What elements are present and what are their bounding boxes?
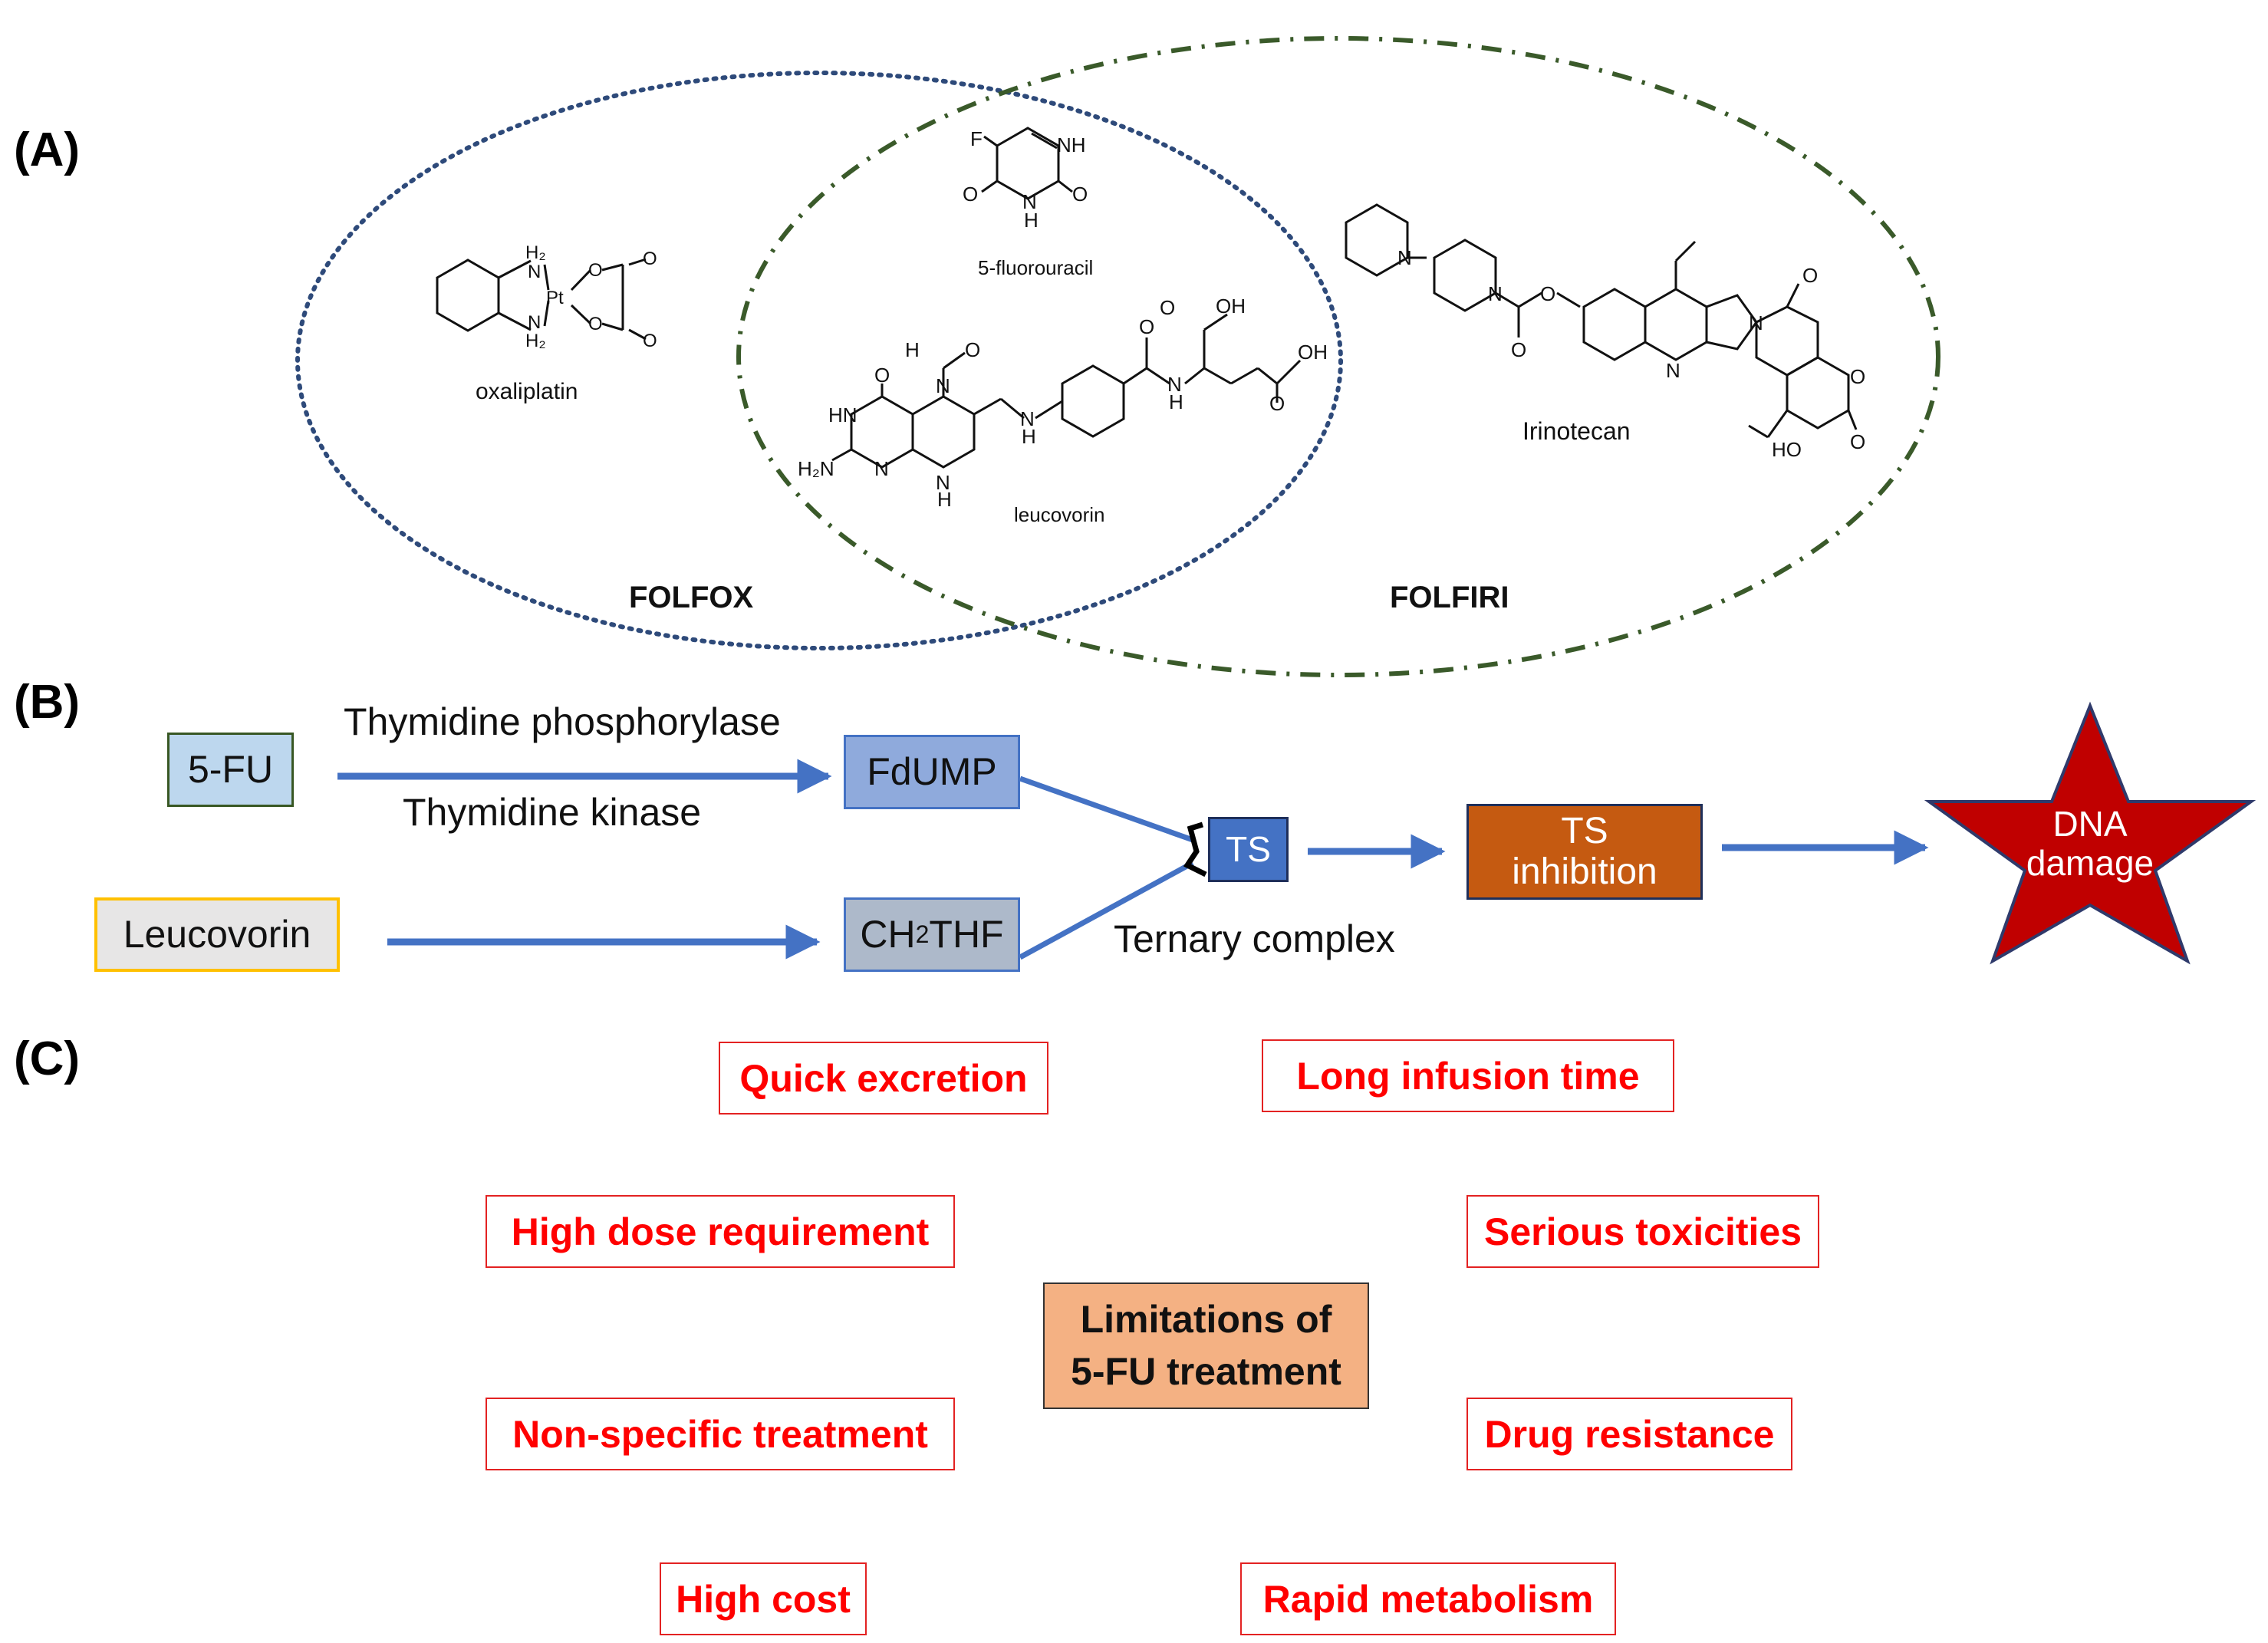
ternary-bracket (1183, 822, 1207, 877)
label-thymidine-kinase: Thymidine kinase (403, 791, 702, 834)
panel-label-b: (B) (14, 676, 81, 729)
center-line1: Limitations of (1080, 1298, 1332, 1341)
ir-atom-n-quin: N (1666, 359, 1680, 382)
label-leucovorin: leucovorin (1014, 503, 1105, 526)
ox-atom-o2: O (588, 314, 603, 334)
lv-atom-n-link: N (1020, 407, 1035, 430)
line-fdump-to-ts (1019, 775, 1194, 843)
label-fluorouracil: 5-fluorouracil (978, 256, 1093, 279)
center-line2: 5-FU treatment (1071, 1349, 1341, 1393)
ch2thf-ch: CH (860, 913, 916, 956)
folfox-ellipse (295, 71, 1343, 650)
label-irinotecan: Irinotecan (1522, 417, 1631, 445)
ir-atom-n-pyr: N (1749, 311, 1763, 334)
label-folfox: FOLFOX (629, 581, 754, 614)
ch2thf-thf: THF (929, 913, 1004, 956)
limitation-rapid-metabolism: Rapid metabolism (1240, 1562, 1616, 1635)
ox-atom-n-top: N (528, 262, 541, 282)
limitation-quick-excretion: Quick excretion (719, 1042, 1048, 1115)
lv-atom-h-amide: H (1169, 390, 1183, 413)
fu-atom-o-left: O (963, 183, 978, 206)
lv-atom-h2n: H₂N (798, 457, 834, 480)
node-fdump: FdUMP (844, 735, 1020, 809)
lv-atom-o-formyl: O (965, 338, 980, 361)
folfiri-ellipse (736, 36, 1940, 677)
lv-atom-h-link: H (1022, 425, 1036, 448)
lv-atom-o-amide: O (1139, 315, 1154, 338)
ox-atom-o3: O (643, 249, 657, 269)
lv-atom-n-amide: N (1167, 373, 1182, 396)
fu-atom-n: N (1022, 190, 1037, 213)
ir-atom-n2: N (1488, 282, 1503, 305)
ir-atom-o-top: O (1802, 264, 1818, 287)
lv-atom-n-bottom: N (936, 471, 950, 494)
limitations-center-box: Limitations of 5-FU treatment (1043, 1282, 1369, 1409)
lv-atom-oh-acid1: OH (1216, 295, 1246, 318)
node-leucovorin: Leucovorin (94, 897, 340, 972)
ox-atom-o1: O (588, 260, 603, 281)
line-ch2thf-to-ts (1019, 860, 1194, 960)
fluorouracil-structure (981, 127, 1073, 200)
fu-atom-o-right: O (1072, 183, 1088, 206)
ox-atom-n-bottom: N (528, 312, 541, 333)
dna-damage-line1: DNA (2052, 804, 2128, 845)
lv-atom-n-formyl: N (936, 374, 950, 397)
fu-atom-nh: NH (1057, 133, 1086, 156)
ir-atom-ho: HO (1772, 438, 1802, 461)
limitation-serious-toxicities: Serious toxicities (1466, 1195, 1819, 1268)
node-ts-inhibition: TS inhibition (1466, 804, 1703, 900)
ts-inhibition-line2: inhibition (1512, 851, 1657, 892)
ir-atom-o-link: O (1540, 282, 1555, 305)
lv-atom-h-formyl: H (905, 338, 920, 361)
ir-atom-o-carb: O (1511, 338, 1526, 361)
ir-atom-n1: N (1397, 246, 1412, 269)
lv-atom-oh-acid2: OH (1298, 341, 1328, 364)
dna-damage-line2: damage (2026, 843, 2154, 883)
limitation-non-specific-treatment: Non-specific treatment (486, 1398, 955, 1470)
irinotecan-structure (1345, 203, 1858, 439)
limitation-high-cost: High cost (660, 1562, 867, 1635)
limitation-long-infusion-time: Long infusion time (1262, 1039, 1674, 1112)
lv-atom-n-ring: N (874, 457, 889, 480)
ts-inhibition-line1: TS (1561, 810, 1608, 851)
lv-atom-o-acid2: O (1269, 392, 1285, 415)
label-ternary-complex: Ternary complex (1114, 917, 1395, 960)
ox-atom-h2-bottom: H₂ (525, 331, 546, 351)
panel-label-a: (A) (14, 123, 81, 176)
panel-label-c: (C) (14, 1032, 81, 1085)
lv-atom-o-acid1: O (1160, 296, 1175, 319)
label-folfiri: FOLFIRI (1390, 581, 1509, 614)
dna-damage-star (1924, 701, 2256, 965)
ox-atom-h2-top: H₂ (525, 242, 546, 263)
ch2thf-subscript: 2 (915, 920, 930, 948)
ir-atom-o-lact: O (1850, 430, 1865, 453)
node-ts: TS (1208, 817, 1289, 882)
lv-atom-o-top: O (874, 364, 890, 387)
ir-atom-o-ring: O (1850, 365, 1865, 388)
label-oxaliplatin: oxaliplatin (476, 379, 578, 404)
oxaliplatin-structure (436, 258, 647, 341)
label-thymidine-phosphorylase: Thymidine phosphorylase (344, 700, 781, 743)
dna-damage-label: DNA damage (1990, 798, 2190, 890)
ox-atom-o4: O (643, 331, 657, 351)
leucovorin-structure (831, 313, 1302, 469)
limitation-high-dose-requirement: High dose requirement (486, 1195, 955, 1268)
limitation-drug-resistance: Drug resistance (1466, 1398, 1792, 1470)
fu-atom-h: H (1024, 209, 1039, 232)
node-5fu: 5-FU (167, 733, 294, 807)
lv-atom-hn: HN (828, 403, 857, 426)
ox-atom-pt: Pt (546, 288, 564, 308)
lv-atom-h-bottom: H (937, 488, 952, 511)
fu-atom-f: F (970, 127, 983, 150)
